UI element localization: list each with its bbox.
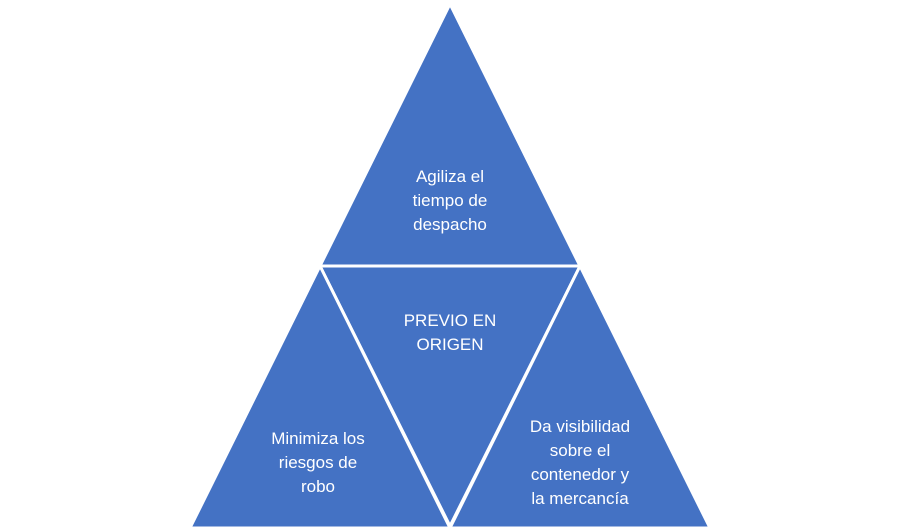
right-triangle xyxy=(447,262,713,530)
center-triangle-label: PREVIO EN ORIGEN xyxy=(403,311,497,354)
right-triangle-label: Da visibilidad sobre el contenedor y la … xyxy=(529,417,631,508)
left-triangle-label: Minimiza los riesgos de robo xyxy=(271,429,365,496)
left-triangle xyxy=(187,262,453,530)
top-triangle-label: Agiliza el tiempo de despacho xyxy=(412,167,488,234)
